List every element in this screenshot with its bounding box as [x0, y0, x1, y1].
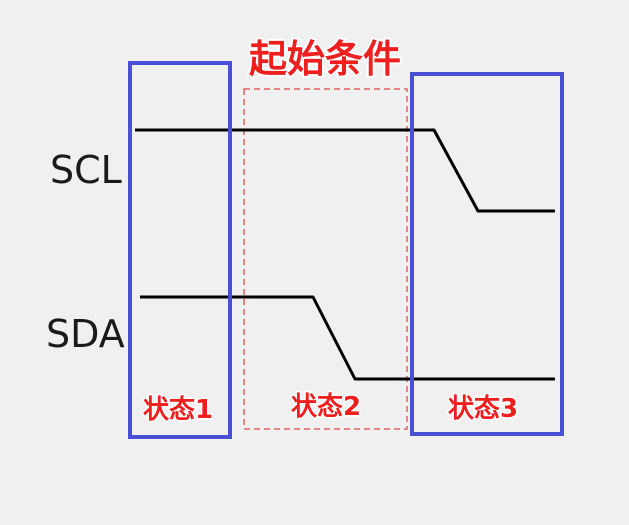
sda-label: SDA — [46, 312, 125, 356]
state-1-label: 状态1 — [143, 394, 213, 425]
state-2-box — [243, 88, 408, 430]
state-2-label: 状态2 — [291, 391, 361, 422]
state-3-box — [410, 72, 564, 436]
diagram-title: 起始条件 — [249, 37, 401, 81]
scl-waveform — [135, 128, 555, 213]
state-1-box — [128, 61, 232, 439]
sda-waveform — [140, 295, 555, 381]
scl-label: SCL — [50, 148, 122, 192]
state-3-label: 状态3 — [448, 393, 518, 424]
